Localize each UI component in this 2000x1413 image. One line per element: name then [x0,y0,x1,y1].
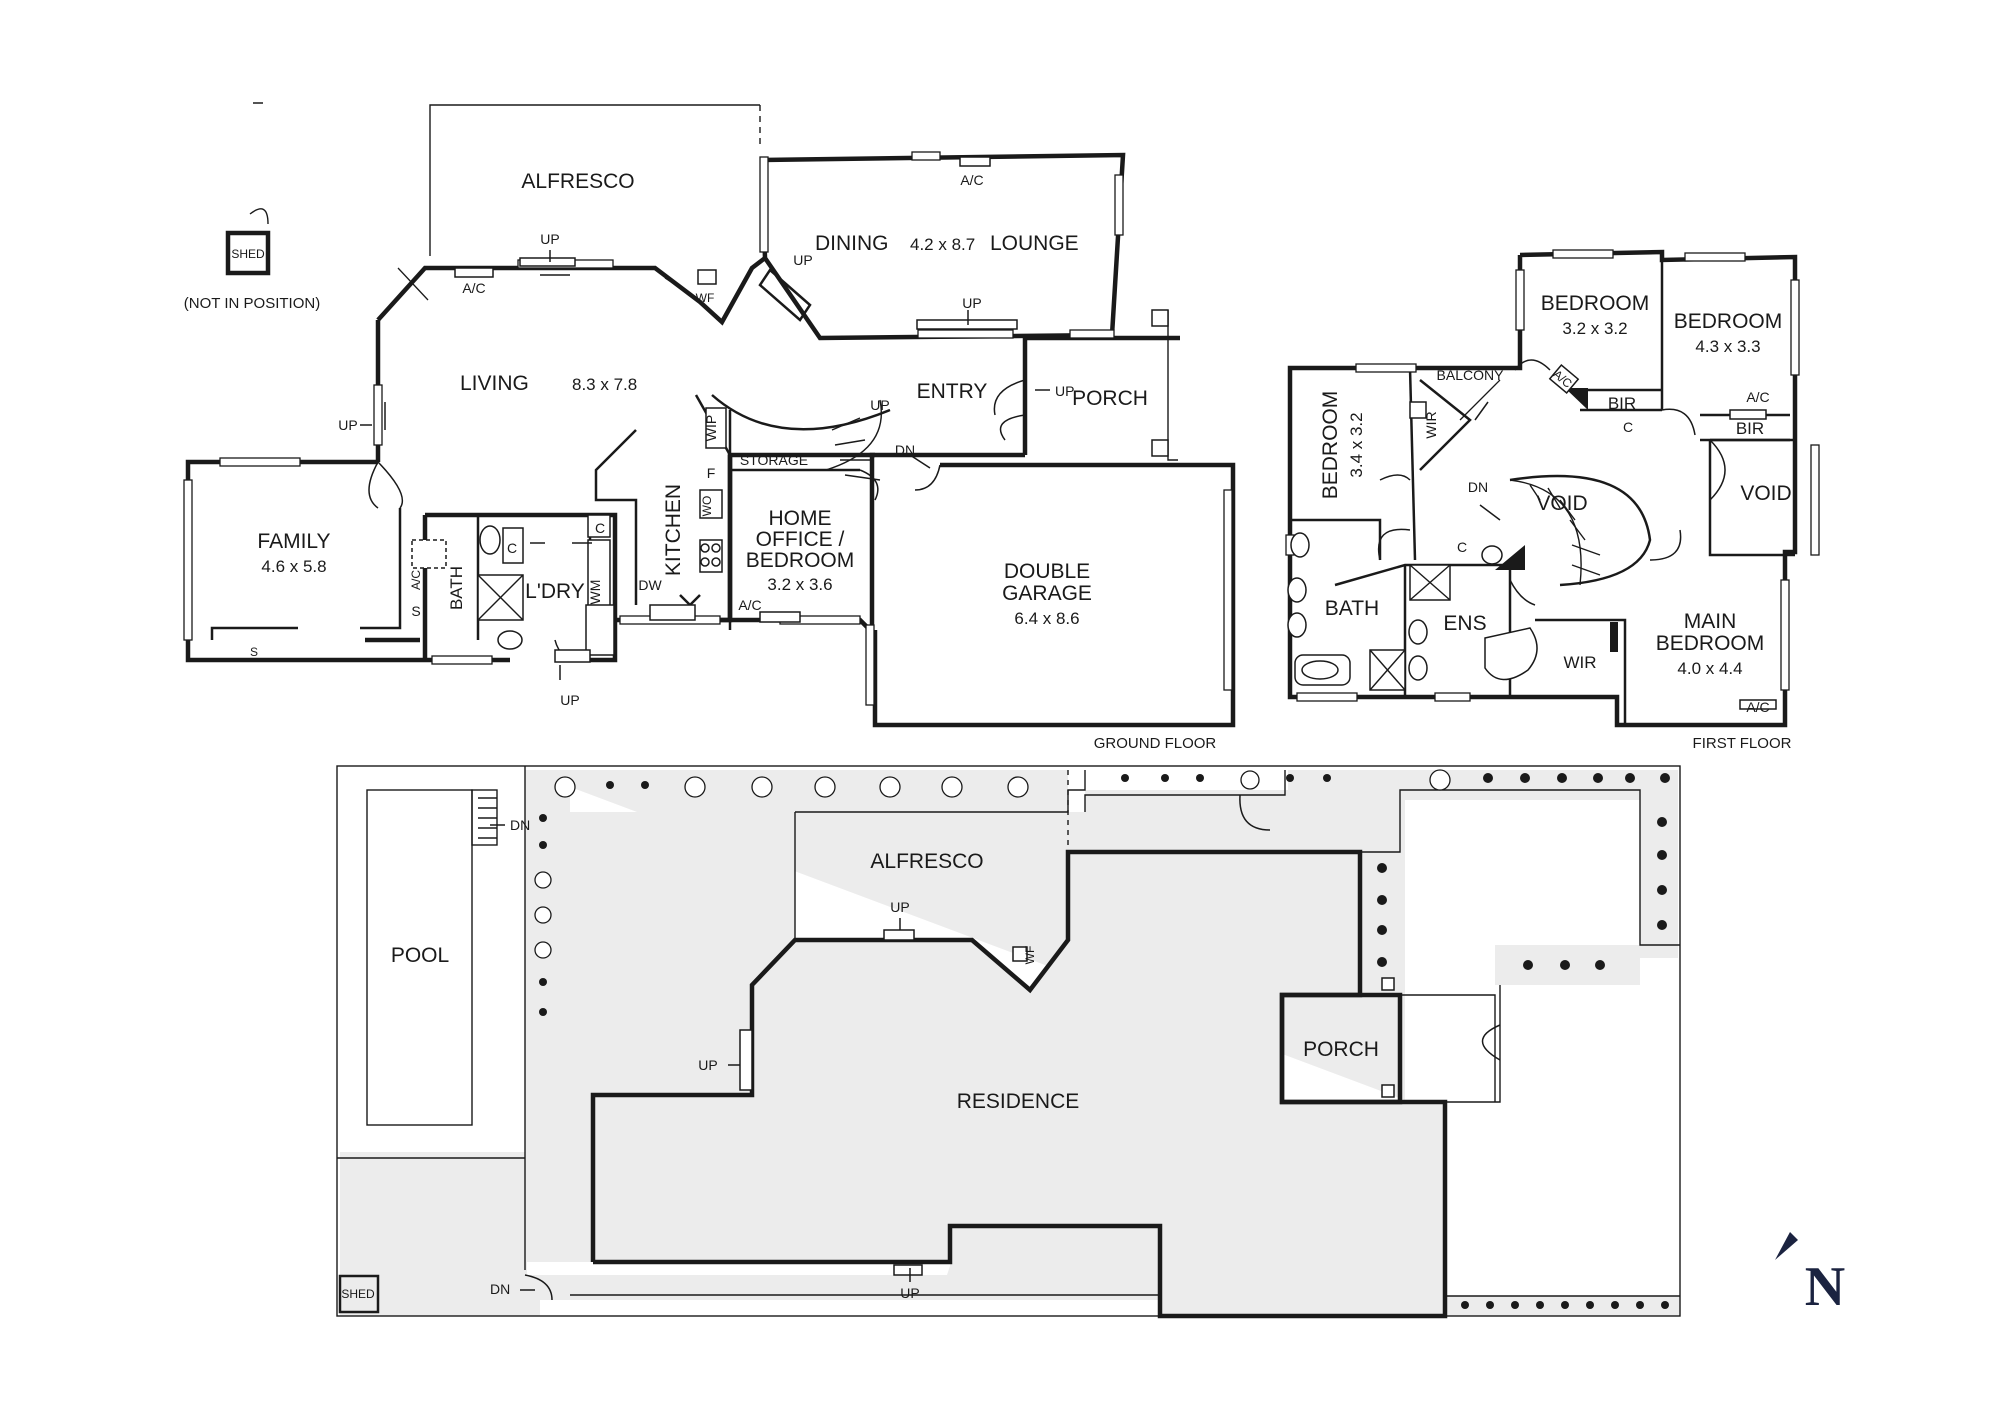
room-bedroom-c: BEDROOM [1319,391,1342,500]
bir-mark: BIR [1736,419,1764,438]
wir-mark: WIR [1423,411,1439,438]
living-size: 8.3 x 7.8 [572,375,637,394]
office-size: 3.2 x 3.6 [767,575,832,594]
room-office-line1: HOME [769,507,832,530]
bedroom-a-size: 3.2 x 3.2 [1562,319,1627,338]
room-family: FAMILY [257,530,330,553]
f-mark: F [707,465,716,481]
site-up-mark: UP [890,899,909,915]
site-dn-mark: DN [490,1281,510,1297]
s-mark: S [411,603,420,619]
room-bedroom-a: BEDROOM [1541,292,1650,315]
room-storage: STORAGE [740,452,808,468]
room-laundry: L'DRY [525,580,585,603]
bedroom-c-size: 3.4 x 3.2 [1347,412,1366,477]
site-dn-mark: DN [510,817,530,833]
room-bath-first: BATH [1325,597,1379,620]
ac-mark: A/C [1746,699,1769,715]
room-wip: WIP [703,415,719,441]
wf-mark: WF [696,291,715,305]
room-bath: BATH [447,566,466,610]
site-trees [554,769,1451,798]
site-shed: SHED [341,1287,375,1301]
site-up-mark: UP [900,1285,919,1301]
site-alfresco: ALFRESCO [870,850,983,873]
room-main-line2: BEDROOM [1656,632,1765,655]
room-ens: ENS [1443,612,1486,635]
first-floor-plan: BEDROOM 3.2 x 3.2 BEDROOM 4.3 x 3.3 BEDR… [1285,249,1820,752]
ac-mark: A/C [1746,389,1769,405]
site-wf-mark: WF [1023,946,1037,965]
ac-mark: A/C [960,172,983,188]
room-bedroom-b: BEDROOM [1674,310,1783,333]
room-porch: PORCH [1072,387,1148,410]
room-bir: BIR [1608,394,1636,413]
first-floor-caption: FIRST FLOOR [1693,735,1792,752]
dn-mark: DN [1468,479,1488,495]
garage-size: 6.4 x 8.6 [1014,609,1079,628]
room-kitchen: KITCHEN [662,484,685,576]
compass-arrow-icon [1775,1232,1798,1260]
room-dining: DINING [815,232,889,255]
wm-mark: WM [587,580,603,605]
main-size: 4.0 x 4.4 [1677,659,1742,678]
ground-floor-plan: ALFRESCO DINING 4.2 x 8.7 LOUNGE LIVING … [183,102,1236,752]
room-main-line1: MAIN [1684,610,1737,633]
up-mark: UP [1055,383,1074,399]
up-mark: UP [540,231,559,247]
wo-mark: WO [700,496,714,517]
room-living: LIVING [460,372,529,395]
compass-north-letter: N [1805,1256,1845,1318]
room-void-b: VOID [1740,482,1791,505]
room-lounge: LOUNGE [990,232,1079,255]
dn-mark: DN [895,442,915,458]
up-mark: UP [870,397,889,413]
room-balcony: BALCONY [1437,367,1505,383]
c-mark: C [507,540,517,556]
room-office-line3: BEDROOM [746,549,855,572]
up-mark: UP [338,417,357,433]
family-size: 4.6 x 5.8 [261,557,326,576]
room-void-a: VOID [1536,492,1587,515]
site-porch: PORCH [1303,1038,1379,1061]
room-entry: ENTRY [917,380,988,403]
room-office-line2: OFFICE / [756,528,845,551]
site-shrubs [534,773,1670,1309]
site-up-mark: UP [698,1057,717,1073]
up-mark: UP [962,295,981,311]
room-garage-line2: GARAGE [1002,582,1092,605]
ac-mark: A/C [738,597,761,613]
north-compass: N [1775,1232,1845,1318]
c-mark: C [1457,539,1467,555]
site-residence: RESIDENCE [957,1090,1080,1113]
room-wir: WIR [1563,653,1596,672]
bedroom-b-size: 4.3 x 3.3 [1695,337,1760,356]
ac-mark: A/C [462,280,485,296]
shed-label: SHED [231,247,265,261]
site-pool: POOL [391,944,449,967]
up-mark: UP [793,252,812,268]
up-mark: UP [560,692,579,708]
room-alfresco: ALFRESCO [521,170,634,193]
ac-mark: A/C [409,570,423,590]
room-garage-line1: DOUBLE [1004,560,1090,583]
c-mark: C [1623,419,1633,435]
c-mark: C [595,520,605,536]
site-plan: POOL ALFRESCO RESIDENCE PORCH SHED DN DN… [336,765,1681,1319]
dining-lounge-size: 4.2 x 8.7 [910,235,975,254]
shed-note: (NOT IN POSITION) [184,295,320,312]
ground-floor-caption: GROUND FLOOR [1094,735,1217,752]
dw-mark: DW [638,577,662,593]
s-mark: S [250,645,258,659]
